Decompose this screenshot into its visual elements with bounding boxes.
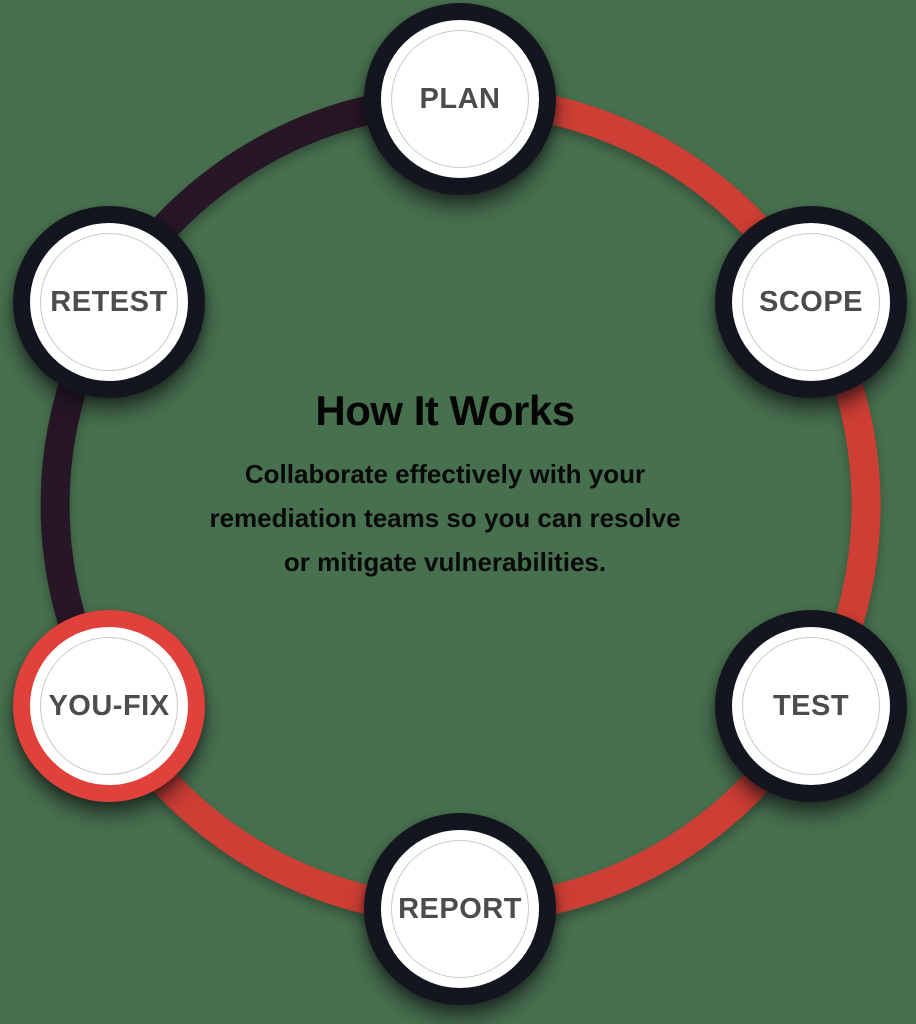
node-scope-label: SCOPE [758,285,864,318]
node-plan: PLAN [364,3,556,195]
node-test-label: TEST [772,689,850,722]
node-plan-label: PLAN [419,82,501,115]
node-report-label: REPORT [398,892,522,925]
node-you-fix: YOU-FIX [13,610,205,802]
node-retest: RETEST [13,206,205,398]
center-copy: How It Works Collaborate effectively wit… [0,390,890,584]
node-scope: SCOPE [715,206,907,398]
diagram-title: How It Works [315,387,575,434]
description-line-1: Collaborate effectively with your [244,459,646,489]
diagram-description: Collaborate effectively with your remedi… [0,452,890,584]
node-retest-label: RETEST [50,285,168,318]
description-line-2: remediation teams so you can resolve [209,503,681,533]
node-test: TEST [715,610,907,802]
node-you-fix-label: YOU-FIX [48,689,170,722]
description-line-3: or mitigate vulnerabilities. [283,547,607,577]
node-report: REPORT [364,813,556,1005]
